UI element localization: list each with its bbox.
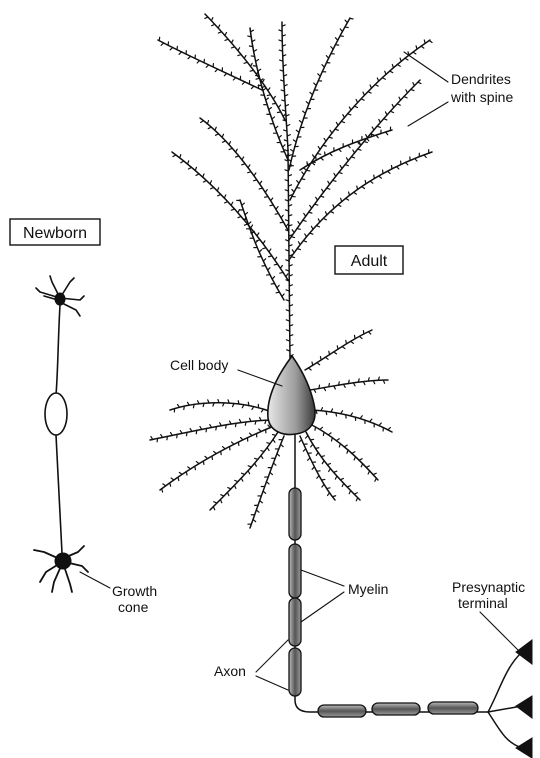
dendrite-spines <box>173 155 288 277</box>
axon-label-group: Axon <box>214 640 288 690</box>
axon-label: Axon <box>214 663 246 679</box>
dendrite-spines <box>279 25 291 146</box>
myelin-label-group: Myelin <box>301 570 388 622</box>
adult-label-box: Adult <box>335 246 403 274</box>
newborn-top-soma <box>55 293 65 305</box>
newborn-label-box: Newborn <box>10 219 100 245</box>
growth-cone-label-group: Growth cone <box>80 572 157 615</box>
presynaptic-label-line1: Presynaptic <box>452 579 525 595</box>
dendrite-spines <box>292 40 432 197</box>
dendrite-spines <box>315 427 376 481</box>
newborn-neuron <box>34 276 88 592</box>
adult-label: Adult <box>351 253 388 270</box>
dendrites-label-group: Dendrites with spine <box>404 52 513 126</box>
presynaptic-label-group: Presynaptic terminal <box>452 579 525 652</box>
myelin-horizontal <box>318 702 478 717</box>
adult-axon-line <box>295 434 488 712</box>
presynaptic-label-line2: terminal <box>458 595 508 611</box>
myelin-vertical <box>289 488 301 696</box>
cell-body-label-group: Cell body <box>170 357 282 386</box>
newborn-label: Newborn <box>23 225 87 242</box>
dendrites-label-line1: Dendrites <box>451 71 511 87</box>
dendrite-spines <box>291 150 428 258</box>
apical-dendrites <box>158 14 432 360</box>
growth-cone-label-line1: Growth <box>112 583 157 599</box>
dendrite-spines <box>303 127 390 170</box>
dendrite-spines <box>213 435 275 510</box>
adult-neuron <box>150 14 532 758</box>
dendrite-spines <box>291 82 421 237</box>
dendrite-spines <box>237 200 284 296</box>
growth-cone-label-line2: cone <box>118 599 149 615</box>
cell-body-label: Cell body <box>170 357 228 373</box>
presynaptic-terminals <box>488 640 532 758</box>
myelin-label: Myelin <box>348 581 388 597</box>
dendrite-spines <box>314 377 385 392</box>
growth-cone <box>34 546 88 592</box>
dendrites-label-line2: with spine <box>450 89 513 105</box>
newborn-mid-swelling <box>45 393 67 435</box>
dendrite-spines <box>205 17 286 116</box>
dendrite-spines <box>201 121 289 227</box>
dendrite-spines <box>308 331 370 370</box>
